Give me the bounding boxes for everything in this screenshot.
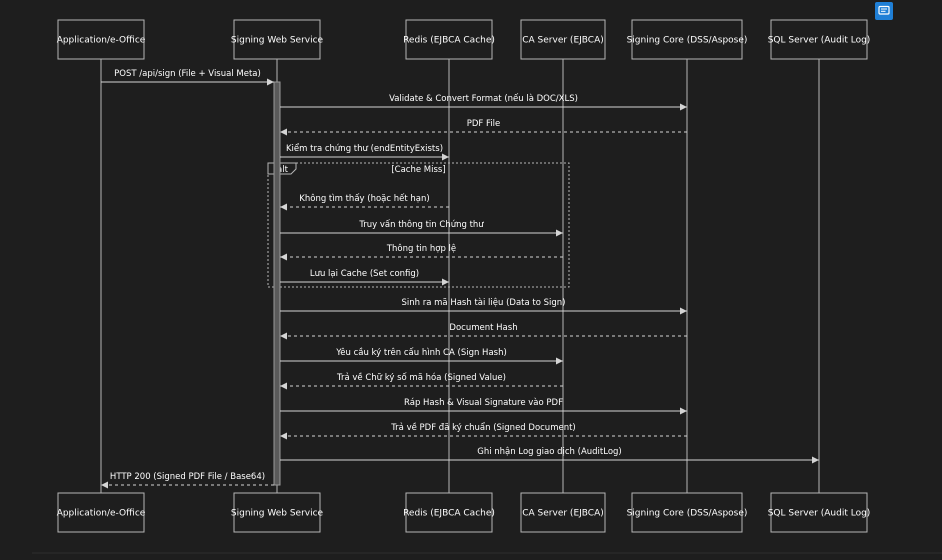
message-3: PDF File [280,119,687,136]
actor-box [770,19,868,60]
actor-label: Signing Core (DSS/Aspose) [627,36,748,46]
actor-box [57,492,145,533]
actor-label: SQL Server (Audit Log) [768,509,871,519]
message-label: Document Hash [449,323,517,333]
actor-box [405,19,493,60]
actor-redis-top: Redis (EJBCA Cache) [403,19,495,60]
message-label: PDF File [467,119,501,129]
actor-box [631,492,743,533]
actor-sql-top: SQL Server (Audit Log) [768,19,871,60]
message-label: Truy vấn thông tin Chứng thư [358,219,484,230]
message-label: Ghi nhận Log giao dịch (AuditLog) [477,447,622,457]
actor-box [233,19,321,60]
comment-button[interactable] [875,2,893,20]
actor-box [405,492,493,533]
actor-box [520,19,606,60]
actor-label: Application/e-Office [57,36,146,46]
actor-label: Signing Web Service [231,36,324,46]
actor-label: Signing Core (DSS/Aspose) [627,509,748,519]
message-5: Không tìm thấy (hoặc hết hạn) [280,193,449,211]
message-label: Lưu lại Cache (Set config) [310,269,419,279]
actor-app-bottom: Application/e-Office [57,492,146,533]
actor-label: Redis (EJBCA Cache) [403,509,495,519]
actor-label: Application/e-Office [57,509,146,519]
comment-icon [878,5,890,15]
actor-label: Signing Web Service [231,509,324,519]
message-2: Validate & Convert Format (nếu là DOC/XL… [280,93,687,111]
message-11: Yêu cầu ký trên cấu hình CA (Sign Hash) [280,347,563,365]
actor-core-top: Signing Core (DSS/Aspose) [627,19,748,60]
message-1: POST /api/sign (File + Visual Meta) [101,69,274,86]
message-label: Validate & Convert Format (nếu là DOC/XL… [389,93,578,104]
actor-sws-bottom: Signing Web Service [231,492,324,533]
actor-ca-bottom: CA Server (EJBCA) [520,492,606,533]
actor-label: CA Server (EJBCA) [522,509,604,519]
message-14: Trả về PDF đã ký chuẩn (Signed Document) [280,422,687,440]
message-label: POST /api/sign (File + Visual Meta) [114,69,261,79]
alt-condition: [Cache Miss] [391,165,445,175]
message-13: Ráp Hash & Visual Signature vào PDF [280,398,687,415]
message-10: Document Hash [280,323,687,340]
message-label: Yêu cầu ký trên cấu hình CA (Sign Hash) [335,347,507,358]
message-12: Trả về Chữ ký số mã hóa (Signed Value) [280,372,563,390]
actor-sql-bottom: SQL Server (Audit Log) [768,492,871,533]
message-8: Lưu lại Cache (Set config) [280,269,449,286]
message-9: Sinh ra mã Hash tài liệu (Data to Sign) [280,297,687,315]
message-label: Không tìm thấy (hoặc hết hạn) [299,193,429,204]
actor-box [57,19,145,60]
message-label: Trả về PDF đã ký chuẩn (Signed Document) [390,422,576,433]
message-16: HTTP 200 (Signed PDF File / Base64) [101,472,274,489]
message-label: Kiểm tra chứng thư (endEntityExists) [286,143,443,154]
actor-box [770,492,868,533]
actor-label: Redis (EJBCA Cache) [403,36,495,46]
actor-box [520,492,606,533]
alt-fragment [267,162,570,288]
actor-box [233,492,321,533]
actor-label: CA Server (EJBCA) [522,36,604,46]
actor-ca-top: CA Server (EJBCA) [520,19,606,60]
message-label: Sinh ra mã Hash tài liệu (Data to Sign) [402,297,566,308]
message-label: Ráp Hash & Visual Signature vào PDF [404,398,563,408]
message-6: Truy vấn thông tin Chứng thư [280,219,563,237]
message-15: Ghi nhận Log giao dịch (AuditLog) [280,447,819,464]
actor-sws-top: Signing Web Service [231,19,324,60]
actor-core-bottom: Signing Core (DSS/Aspose) [627,492,748,533]
message-label: Thông tin hợp lệ [386,243,456,254]
message-4: Kiểm tra chứng thư (endEntityExists) [280,143,449,161]
message-7: Thông tin hợp lệ [280,243,563,261]
message-label: Trả về Chữ ký số mã hóa (Signed Value) [336,372,506,383]
message-label: HTTP 200 (Signed PDF File / Base64) [110,472,265,482]
actor-label: SQL Server (Audit Log) [768,36,871,46]
activation-bar [273,81,281,486]
actor-redis-bottom: Redis (EJBCA Cache) [403,492,495,533]
actor-app-top: Application/e-Office [57,19,146,60]
alt-keyword: alt [277,165,289,175]
actor-box [631,19,743,60]
